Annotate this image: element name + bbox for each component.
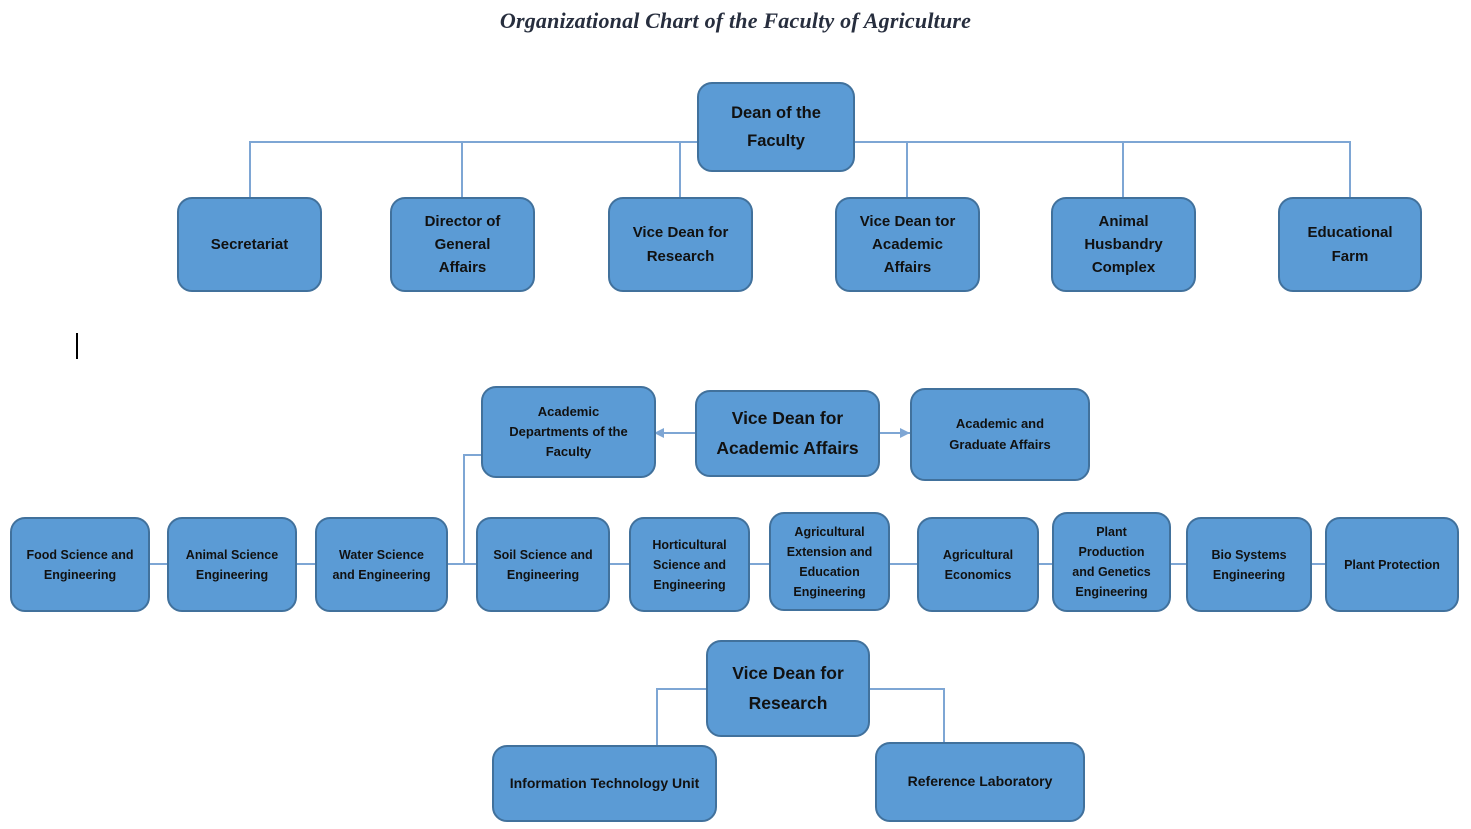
connector-arrow-right-line: [880, 432, 910, 434]
org-box-label: Reference Laboratory: [907, 773, 1053, 790]
connector-academic-departments-v: [463, 454, 465, 564]
org-box-dept-bio-systems[interactable]: Bio Systems Engineering: [1186, 517, 1312, 612]
org-box-label: Academic Departments of the Faculty: [509, 403, 628, 460]
org-box-label: Information Technology Unit: [509, 774, 700, 791]
arrow-right-icon: [900, 428, 910, 438]
org-box-vice-dean-research-main[interactable]: Vice Dean for Research: [706, 640, 870, 737]
connector-dept-seg-9: [1312, 563, 1325, 565]
org-box-dept-plant-production[interactable]: Plant Production and Genetics Engineerin…: [1052, 512, 1171, 612]
org-box-reference-laboratory[interactable]: Reference Laboratory: [875, 742, 1085, 822]
connector-research-left-h: [656, 688, 706, 690]
connector-arrow-left-line: [656, 432, 695, 434]
org-box-label: Agricultural Extension and Education Eng…: [786, 524, 873, 599]
org-box-label: Director of General Affairs: [424, 212, 501, 277]
org-box-label: Animal Husbandry Complex: [1084, 212, 1163, 277]
connector-dept-seg-8: [1171, 563, 1186, 565]
org-box-animal-husbandry-complex[interactable]: Animal Husbandry Complex: [1051, 197, 1196, 292]
org-box-label: Water Science and Engineering: [332, 547, 431, 582]
org-box-academic-graduate-affairs[interactable]: Academic and Graduate Affairs: [910, 388, 1090, 481]
connector-research-right-h: [870, 688, 944, 690]
org-box-dept-water-science[interactable]: Water Science and Engineering: [315, 517, 448, 612]
connector-dept-seg-7: [1039, 563, 1052, 565]
org-box-label: Soil Science and Engineering: [493, 547, 593, 582]
connector-dept-seg-3: [448, 563, 476, 565]
connector-drop-director: [461, 141, 463, 198]
connector-drop-vice-dean-research: [679, 141, 681, 198]
connector-dept-seg-2: [297, 563, 315, 565]
org-box-label: Vice Dean for Academic Affairs: [716, 407, 859, 458]
org-box-information-technology-unit[interactable]: Information Technology Unit: [492, 745, 717, 822]
org-box-label: Agricultural Economics: [942, 547, 1014, 582]
connector-drop-animal-husbandry: [1122, 141, 1124, 198]
org-box-label: Food Science and Engineering: [26, 547, 134, 582]
connector-dept-seg-5: [750, 563, 769, 565]
connector-drop-secretariat: [249, 141, 251, 198]
connector-research-left-v: [656, 688, 658, 745]
org-box-label: Plant Production and Genetics Engineerin…: [1072, 525, 1151, 599]
connector-drop-vice-dean-academic: [906, 141, 908, 198]
org-box-educational-farm[interactable]: Educational Farm: [1278, 197, 1422, 292]
org-box-dept-agri-extension[interactable]: Agricultural Extension and Education Eng…: [769, 512, 890, 611]
org-box-label: Plant Protection: [1344, 557, 1440, 572]
connector-dept-seg-4: [610, 563, 629, 565]
org-box-label: Dean of the Faculty: [731, 103, 821, 150]
connector-research-right-v: [943, 688, 945, 742]
org-box-dept-soil-science[interactable]: Soil Science and Engineering: [476, 517, 610, 612]
org-box-secretariat[interactable]: Secretariat: [177, 197, 322, 292]
org-box-label: Horticultural Science and Engineering: [652, 537, 727, 592]
page-title: Organizational Chart of the Faculty of A…: [499, 8, 972, 33]
org-box-dean-of-faculty[interactable]: Dean of the Faculty: [697, 82, 855, 172]
org-box-vice-dean-academic-affairs[interactable]: Vice Dean for Academic Affairs: [695, 390, 880, 477]
org-box-label: Vice Dean for Research: [632, 224, 729, 265]
org-box-dept-food-science[interactable]: Food Science and Engineering: [10, 517, 150, 612]
connector-dept-seg-1: [150, 563, 167, 565]
org-box-vice-dean-research-top[interactable]: Vice Dean for Research: [608, 197, 753, 292]
connector-drop-educational-farm: [1349, 141, 1351, 198]
org-box-label: Academic and Graduate Affairs: [949, 416, 1051, 452]
org-box-dept-plant-protection[interactable]: Plant Protection: [1325, 517, 1459, 612]
org-box-academic-departments[interactable]: Academic Departments of the Faculty: [481, 386, 656, 478]
org-box-label: Secretariat: [210, 235, 289, 253]
text-cursor: [76, 333, 78, 359]
org-box-vice-dean-academic-top[interactable]: Vice Dean tor Academic Affairs: [835, 197, 980, 292]
org-box-dept-horticultural[interactable]: Horticultural Science and Engineering: [629, 517, 750, 612]
connector-academic-departments-h: [463, 454, 481, 456]
org-box-label: Animal Science Engineering: [185, 547, 279, 582]
org-box-label: Vice Dean tor Academic Affairs: [859, 212, 956, 277]
org-box-label: Bio Systems Engineering: [1211, 547, 1287, 582]
arrow-left-icon: [654, 428, 664, 438]
connector-dept-seg-6: [890, 563, 917, 565]
org-box-director-general-affairs[interactable]: Director of General Affairs: [390, 197, 535, 292]
org-box-label: Educational Farm: [1307, 224, 1393, 265]
org-box-label: Vice Dean for Research: [732, 662, 844, 713]
org-box-dept-agri-economics[interactable]: Agricultural Economics: [917, 517, 1039, 612]
org-box-dept-animal-science[interactable]: Animal Science Engineering: [167, 517, 297, 612]
